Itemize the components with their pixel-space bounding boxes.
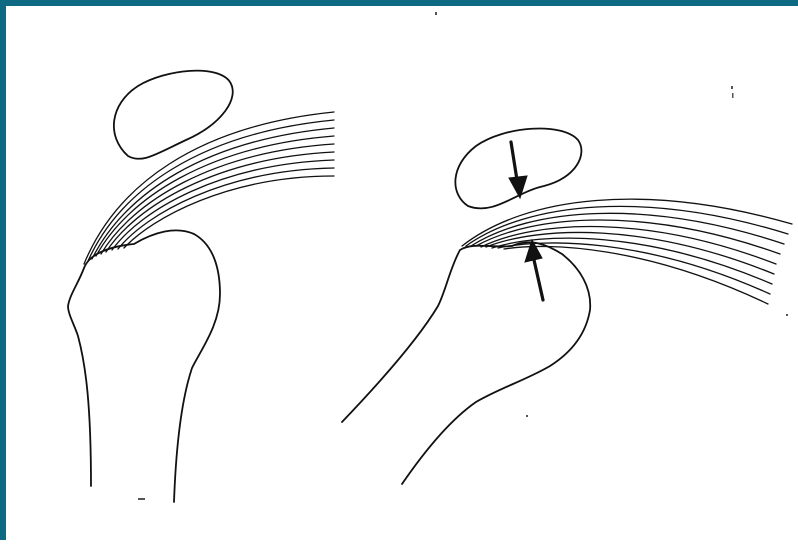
left-panel [68, 71, 334, 502]
right-acromion [455, 129, 581, 209]
shoulder-anatomy-diagram [6, 6, 798, 546]
left-acromion [114, 71, 233, 159]
arrow-down-icon [509, 142, 527, 198]
arrow-up-icon [525, 240, 543, 300]
left-tendon [84, 112, 334, 264]
right-tendon [462, 199, 792, 304]
right-panel [342, 129, 792, 484]
right-humerus [342, 242, 590, 484]
left-humerus [68, 230, 220, 502]
